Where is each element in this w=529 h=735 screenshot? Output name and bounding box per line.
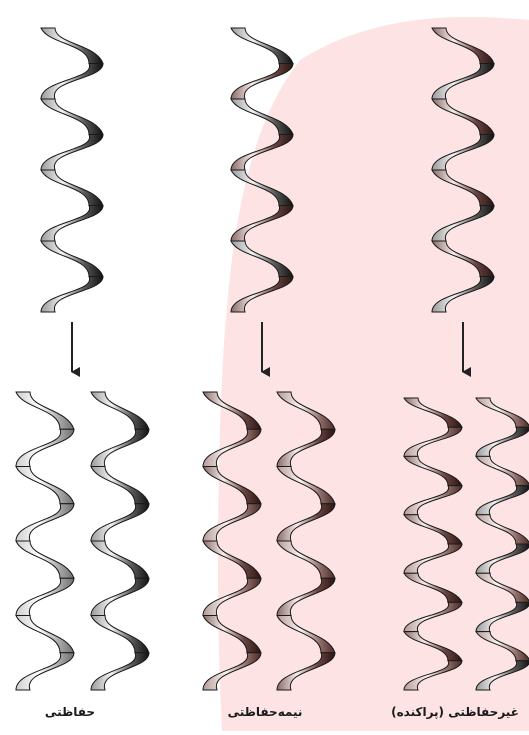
helix-ribbon-segment bbox=[231, 28, 293, 64]
helix-ribbon-segment bbox=[41, 206, 103, 242]
helix-ribbon-segment bbox=[41, 277, 103, 313]
helix-ribbon-segment bbox=[91, 616, 149, 653]
helix-ribbon-segment bbox=[41, 241, 103, 277]
helix-ribbon-segment bbox=[16, 653, 74, 690]
label-conservative: حفاظتی bbox=[30, 705, 110, 725]
helix-ribbon-segment bbox=[41, 64, 103, 100]
helix-ribbon-segment bbox=[41, 170, 103, 206]
helix-ribbon-segment bbox=[91, 578, 149, 615]
helix-ribbon-segment bbox=[41, 99, 103, 135]
helix-ribbon-segment bbox=[41, 135, 103, 171]
label-semi-conservative: نیمه‌حفاظتی bbox=[215, 705, 315, 725]
helix-ribbon-segment bbox=[16, 429, 74, 466]
helix-ribbon-segment bbox=[16, 467, 74, 504]
helix-ribbon-segment bbox=[91, 504, 149, 541]
label-dispersive: غیرحفاظتی (پراکنده) bbox=[385, 705, 525, 725]
helix-ribbon-segment bbox=[16, 504, 74, 541]
helix-ribbon-segment bbox=[16, 541, 74, 578]
daughter-dna-conservative-old bbox=[91, 392, 149, 690]
helix-ribbon-segment bbox=[91, 541, 149, 578]
helix-ribbon-segment bbox=[91, 653, 149, 690]
helix-ribbon-segment bbox=[91, 429, 149, 466]
helix-ribbon-segment bbox=[91, 392, 149, 429]
helix-ribbon-segment bbox=[16, 616, 74, 653]
helix-ribbon-segment bbox=[16, 392, 74, 429]
helix-ribbon-segment bbox=[41, 28, 103, 64]
helix-ribbon-segment bbox=[16, 578, 74, 615]
parent-dna-conservative bbox=[41, 28, 103, 312]
helix-ribbon-segment bbox=[91, 467, 149, 504]
daughter-dna-conservative-new bbox=[16, 392, 74, 690]
